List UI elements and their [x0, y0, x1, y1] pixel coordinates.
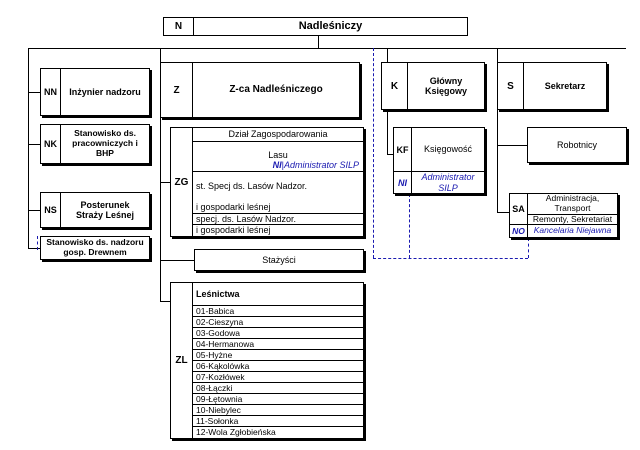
director-box: N Nadleśniczy: [163, 17, 468, 36]
zg-ni-row: NI | Administrator SILP: [193, 160, 363, 172]
nn-label: Inżynier nadzoru: [69, 86, 141, 97]
zg-code: ZG: [171, 128, 193, 236]
zg-spec1b: i gospodarki leśnej: [193, 202, 363, 214]
stazysci-box: Stażyści: [194, 249, 364, 271]
nn-box: NN Inżynier nadzoru: [40, 68, 150, 116]
stazysci-label: Stażyści: [262, 254, 296, 265]
forestry-item: 12-Wola Zgłobieńska: [193, 426, 363, 437]
s-label: Sekretarz: [544, 80, 586, 91]
zg-line2: Lasu: [268, 149, 288, 160]
forestry-item: 01-Babica: [193, 305, 363, 316]
director-code: N: [164, 18, 194, 35]
k-label: Główny Księgowy: [424, 75, 467, 96]
zg-spec2: specj. ds. Lasów Nadzor.: [193, 214, 363, 225]
z-box: Z Z-ca Nadleśniczego: [160, 62, 360, 118]
sa-code: SA: [510, 194, 528, 225]
kf-box: KF Księgowość NI Administrator SILP: [393, 127, 485, 194]
zg-ni-sep: |: [281, 160, 284, 171]
zg-ni-label: Administrator SILP: [283, 160, 359, 171]
kf-ni-code: NI: [394, 172, 412, 193]
forestry-item: 03-Godowa: [193, 327, 363, 338]
s-code: S: [498, 63, 524, 109]
forestry-item: 08-Łączki: [193, 382, 363, 393]
k-box: K Główny Księgowy: [381, 62, 485, 110]
ns-box: NS Posterunek Straży Leśnej: [40, 192, 150, 228]
forestry-item: 10-Niebylec: [193, 404, 363, 415]
nk-label: Stanowisko ds. pracowniczych i BHP: [72, 128, 138, 158]
sa-box: SA Administracja, Transport Remonty, Sek…: [509, 193, 618, 238]
zg-ni-code: NI: [272, 160, 282, 171]
nk-box: NK Stanowisko ds. pracowniczych i BHP: [40, 124, 150, 164]
forestry-item: 11-Sołonka: [193, 415, 363, 426]
director-label: Nadleśniczy: [298, 20, 363, 33]
z-code: Z: [161, 63, 193, 117]
sa-no-code: NO: [510, 225, 528, 237]
sa-no-label: Kancelaria Niejawna: [533, 225, 612, 236]
sn-box: Stanowisko ds. nadzoru gosp. Drewnem: [40, 236, 150, 260]
zg-title: Dział Zagospodarowania: [193, 128, 363, 142]
sn-label: Stanowisko ds. nadzoru gosp. Drewnem: [46, 237, 144, 257]
forestry-item: 02-Cieszyna: [193, 316, 363, 327]
nk-code: NK: [41, 125, 61, 163]
zg-spec2b: i gospodarki leśnej: [196, 225, 271, 236]
sa-label1: Administracja, Transport: [528, 193, 617, 215]
forestry-item: 07-Kozłówek: [193, 371, 363, 382]
robotnicy-label: Robotnicy: [556, 139, 598, 150]
ns-code: NS: [41, 193, 61, 227]
forestry-item: 05-Hyżne: [193, 349, 363, 360]
zl-code: ZL: [171, 283, 193, 438]
ns-label: Posterunek Straży Leśnej: [75, 199, 135, 220]
robotnicy-box: Robotnicy: [527, 127, 627, 163]
kf-code: KF: [394, 128, 412, 172]
zg-spec1: st. Specj ds. Lasów Nadzor.: [196, 180, 308, 191]
forestry-item: 09-Łętownia: [193, 393, 363, 404]
k-code: K: [382, 63, 408, 109]
s-box: S Sekretarz: [497, 62, 607, 110]
forestry-item: 06-Kąkolówka: [193, 360, 363, 371]
z-label: Z-ca Nadleśniczego: [229, 84, 323, 96]
kf-label: Księgowość: [412, 128, 484, 172]
kf-ni-label: Administrator SILP: [421, 172, 475, 193]
nn-code: NN: [41, 69, 61, 115]
zg-content: Dział Zagospodarowania Lasu NI | Adminis…: [193, 128, 363, 236]
forestry-item: 04-Hermanowa: [193, 338, 363, 349]
sa-label2: Remonty, Sekretariat: [528, 214, 617, 225]
zl-title: Leśnictwa: [196, 288, 240, 299]
zg-box: ZG Dział Zagospodarowania Lasu NI | Admi…: [170, 127, 364, 237]
